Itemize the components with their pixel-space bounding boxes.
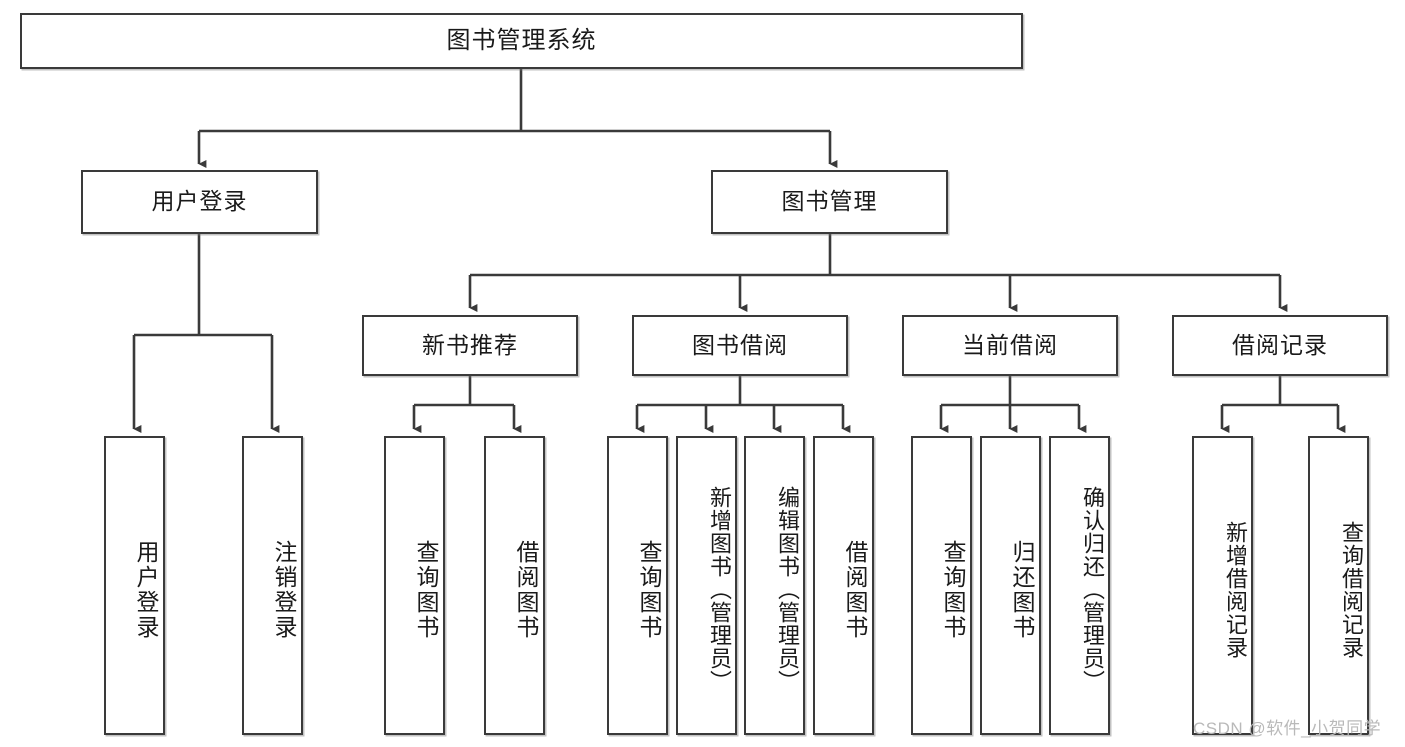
leaf-new-book-borrow-book[interactable]: 借阅图书 (484, 436, 545, 735)
node-new-book-recommend[interactable]: 新书推荐 (362, 315, 578, 376)
leaf-current-borrow-return-book[interactable]: 归还图书 (980, 436, 1041, 735)
leaf-current-borrow-query-book[interactable]: 查询图书 (911, 436, 972, 735)
leaf-book-borrow-edit-book-admin[interactable]: 编辑图书（管理员） (744, 436, 805, 735)
leaf-user-login-login[interactable]: 用户登录 (104, 436, 165, 735)
leaf-new-book-query-book[interactable]: 查询图书 (384, 436, 445, 735)
leaf-book-borrow-query-book[interactable]: 查询图书 (607, 436, 668, 735)
leaf-book-borrow-borrow-book[interactable]: 借阅图书 (813, 436, 874, 735)
csdn-watermark: CSDN @软件_小贺同学 (1193, 719, 1382, 738)
leaf-book-borrow-add-book-admin[interactable]: 新增图书（管理员） (676, 436, 737, 735)
leaf-borrow-record-query-record[interactable]: 查询借阅记录 (1308, 436, 1369, 735)
node-book-management[interactable]: 图书管理 (711, 170, 948, 234)
node-current-borrow[interactable]: 当前借阅 (902, 315, 1118, 376)
node-book-borrow[interactable]: 图书借阅 (632, 315, 848, 376)
node-user-login[interactable]: 用户登录 (81, 170, 318, 234)
node-root-book-management-system[interactable]: 图书管理系统 (20, 13, 1023, 69)
node-borrow-record[interactable]: 借阅记录 (1172, 315, 1388, 376)
leaf-current-borrow-confirm-return-admin[interactable]: 确认归还（管理员） (1049, 436, 1110, 735)
leaf-borrow-record-add-record[interactable]: 新增借阅记录 (1192, 436, 1253, 735)
leaf-user-login-logout[interactable]: 注销登录 (242, 436, 303, 735)
